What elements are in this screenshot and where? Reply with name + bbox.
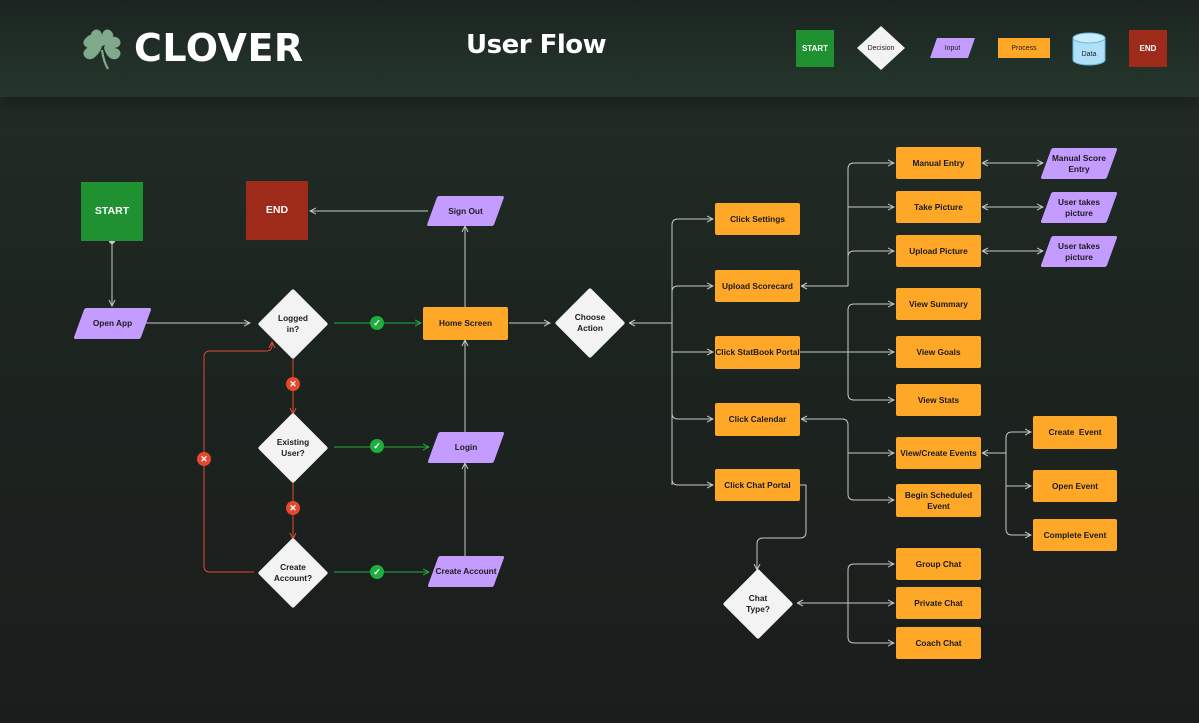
yes-badge: ✓ <box>370 565 384 579</box>
existing-user-decision: Existing User? <box>251 412 335 483</box>
view-summary-process: View Summary <box>896 288 981 320</box>
home-screen-process: Home Screen <box>423 307 508 340</box>
upload-picture-process: Upload Picture <box>896 235 981 267</box>
coach-chat-process: Coach Chat <box>896 627 981 659</box>
end-node: END <box>246 181 308 240</box>
start-node: START <box>81 182 143 241</box>
manual-entry-process: Manual Entry <box>896 147 981 179</box>
no-badge: ✕ <box>286 377 300 391</box>
legend-end: END <box>1129 30 1167 67</box>
legend-process: Process <box>998 38 1050 58</box>
click-calendar-process: Click Calendar <box>715 403 800 436</box>
user-takes-picture-input: User takes picture <box>1040 236 1118 267</box>
page-title: User Flow <box>466 30 607 60</box>
legend-start: START <box>796 30 834 67</box>
yes-badge: ✓ <box>370 316 384 330</box>
group-chat-process: Group Chat <box>896 548 981 580</box>
take-picture-process: Take Picture <box>896 191 981 223</box>
complete-event-process: Complete Event <box>1033 519 1117 551</box>
upload-scorecard-process: Upload Scorecard <box>715 270 800 302</box>
create-account-input: Create Account <box>427 556 505 587</box>
private-chat-process: Private Chat <box>896 587 981 619</box>
header-bar: CLOVER User Flow START Decision Input Pr… <box>0 0 1199 97</box>
legend-input: Input <box>930 38 975 58</box>
click-chat-portal-process: Click Chat Portal <box>715 469 800 501</box>
logged-in-decision: Logged in? <box>251 288 335 359</box>
begin-scheduled-event-process: Begin Scheduled Event <box>896 484 981 517</box>
brand-name: CLOVER <box>134 26 304 70</box>
chat-type-decision: Chat Type? <box>718 568 798 639</box>
view-goals-process: View Goals <box>896 336 981 368</box>
no-badge: ✕ <box>197 452 211 466</box>
open-event-process: Open Event <box>1033 470 1117 502</box>
legend-decision: Decision <box>856 25 906 71</box>
click-settings-process: Click Settings <box>715 203 800 235</box>
view-create-events-process: View/Create Events <box>896 437 981 469</box>
clover-logo-icon <box>83 29 121 70</box>
create-event-process: Create Event <box>1033 416 1117 449</box>
legend-data: Data <box>1072 32 1106 66</box>
no-badge: ✕ <box>286 501 300 515</box>
create-account-decision: Create Account? <box>251 537 335 608</box>
click-statbook-portal-process: Click StatBook Portal <box>715 336 800 369</box>
open-app-input: Open App <box>73 308 152 339</box>
sign-out-input: Sign Out <box>426 196 505 226</box>
brand: CLOVER <box>78 24 304 72</box>
manual-score-entry-input: Manual Score Entry <box>1040 148 1118 179</box>
yes-badge: ✓ <box>370 439 384 453</box>
user-takes-picture-input: User takes picture <box>1040 192 1118 223</box>
login-input: Login <box>427 432 505 463</box>
view-stats-process: View Stats <box>896 384 981 416</box>
choose-action-decision: Choose Action <box>550 287 630 359</box>
